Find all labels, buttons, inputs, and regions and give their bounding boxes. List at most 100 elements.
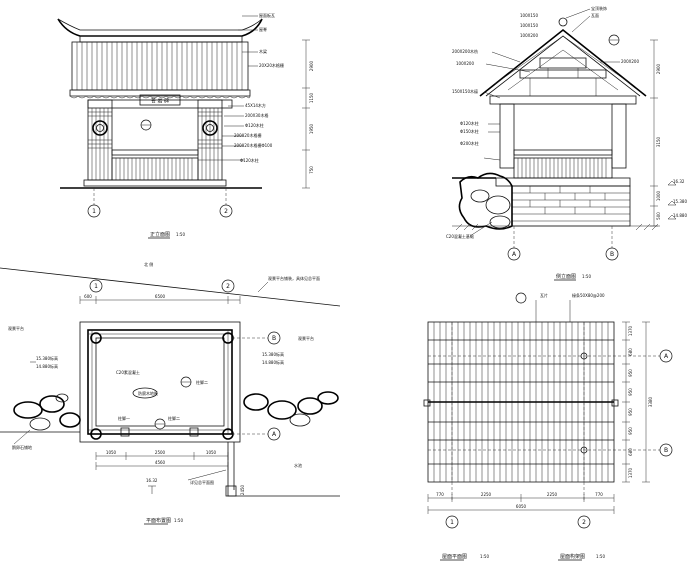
- svg-text:100X150: 100X150: [520, 23, 538, 28]
- roof-top-marker: [515, 292, 527, 304]
- plan-axis-1: [89, 279, 103, 293]
- svg-text:椽条50X80@200: 椽条50X80@200: [572, 292, 605, 298]
- svg-text:950: 950: [628, 408, 633, 416]
- svg-text:3380: 3380: [648, 396, 653, 407]
- svg-text:2250: 2250: [547, 492, 558, 497]
- svg-text:Φ150木柱: Φ150木柱: [460, 128, 479, 134]
- side-roof-outline: [479, 28, 647, 97]
- svg-text:15.380标高: 15.380标高: [36, 355, 58, 361]
- side-title: 侧立面图: [556, 273, 576, 280]
- roof-plan-title: 屋面平面图: [442, 554, 467, 560]
- svg-text:柱脚二: 柱脚二: [196, 379, 208, 385]
- front-elevation: 苍 岩 碑 1 2: [57, 12, 314, 239]
- svg-text:950: 950: [628, 369, 633, 377]
- svg-text:详见总平面图: 详见总平面图: [190, 479, 214, 485]
- plan-center-ellipse: [132, 387, 158, 399]
- svg-text:1050: 1050: [106, 450, 117, 455]
- svg-text:1370: 1370: [628, 325, 633, 336]
- plan-column-1a: [90, 332, 102, 344]
- svg-text:6500: 6500: [155, 294, 166, 299]
- svg-text:3150: 3150: [656, 136, 661, 147]
- front-ornament-left: [92, 120, 108, 136]
- svg-text:C20混凝土基础: C20混凝土基础: [446, 233, 474, 239]
- svg-text:柱脚一: 柱脚一: [118, 415, 130, 421]
- svg-text:Φ120木柱: Φ120木柱: [245, 122, 264, 128]
- svg-text:600: 600: [84, 294, 92, 299]
- svg-text:北 侧: 北 侧: [144, 261, 153, 267]
- svg-text:鹅卵石铺地: 鹅卵石铺地: [12, 444, 32, 450]
- svg-text:Φ200木柱: Φ200木柱: [460, 140, 479, 146]
- svg-text:1: 1: [94, 283, 98, 290]
- front-plaque-text: 苍 岩 碑: [151, 98, 169, 105]
- svg-text:1:50: 1:50: [176, 232, 185, 237]
- svg-text:45X14木方: 45X14木方: [245, 102, 266, 108]
- side-stone-base: [511, 185, 631, 227]
- side-railing: [513, 157, 613, 179]
- svg-text:6050: 6050: [516, 504, 527, 509]
- svg-text:200X200: 200X200: [621, 59, 639, 64]
- svg-text:4560: 4560: [155, 460, 166, 465]
- svg-text:C20素混凝土: C20素混凝土: [116, 369, 140, 375]
- svg-text:200X20木格栅: 200X20木格栅: [234, 132, 261, 138]
- front-title: 正立面图: [150, 231, 170, 238]
- front-plaque: [139, 94, 181, 106]
- side-column-right: [611, 103, 627, 169]
- plan-rocks-right: [243, 391, 339, 427]
- svg-text:14.880: 14.880: [673, 213, 687, 218]
- svg-text:2500: 2500: [155, 450, 166, 455]
- svg-text:100X200: 100X200: [456, 61, 474, 66]
- side-axis-b: [605, 247, 619, 261]
- svg-text:200X30木格: 200X30木格: [245, 112, 268, 118]
- svg-text:Φ120木柱: Φ120木柱: [460, 120, 479, 126]
- roof-frame-title: 屋面构架图: [560, 553, 585, 560]
- svg-text:950: 950: [628, 427, 633, 435]
- plan-platform: [79, 321, 241, 443]
- svg-text:770: 770: [595, 492, 603, 497]
- plan-axis-2: [221, 279, 235, 293]
- svg-text:观景平台: 观景平台: [8, 325, 24, 331]
- svg-text:B: B: [610, 251, 614, 258]
- svg-text:2: 2: [224, 208, 228, 215]
- svg-text:1:50: 1:50: [596, 554, 605, 559]
- side-rocks: [458, 172, 513, 230]
- plan-footing-1: [120, 427, 130, 437]
- svg-text:950: 950: [628, 388, 633, 396]
- svg-text:1370: 1370: [628, 467, 633, 478]
- front-railing: [111, 157, 199, 181]
- floor-plan: 北 侧 观景平台铺装，具体见总平面 6500 600 1 2 B A C: [0, 261, 341, 525]
- plan-boundary: [0, 267, 341, 307]
- svg-text:1:50: 1:50: [582, 274, 591, 279]
- roof-axis-1: [445, 515, 459, 529]
- front-axis-1: [87, 204, 101, 218]
- svg-text:屋脊: 屋脊: [259, 26, 267, 32]
- svg-text:瓦片: 瓦片: [540, 292, 548, 298]
- svg-text:14.880标高: 14.880标高: [262, 359, 284, 365]
- front-ornament-right: [202, 120, 218, 136]
- svg-text:100X200: 100X200: [520, 33, 538, 38]
- plan-title: 平面布置图: [146, 517, 171, 524]
- svg-text:Φ120木柱: Φ120木柱: [240, 157, 259, 163]
- svg-text:2: 2: [582, 519, 586, 526]
- plan-axis-a: [267, 427, 281, 441]
- svg-text:16.32: 16.32: [146, 478, 158, 483]
- svg-text:2450: 2450: [240, 484, 245, 495]
- svg-text:A: A: [272, 431, 277, 438]
- svg-text:20X20木格栅: 20X20木格栅: [259, 62, 284, 68]
- svg-text:500: 500: [656, 212, 661, 220]
- svg-text:1:50: 1:50: [174, 518, 183, 523]
- svg-text:屋面板瓦: 屋面板瓦: [259, 12, 275, 18]
- svg-text:宝顶装饰: 宝顶装饰: [591, 5, 607, 11]
- svg-text:2900: 2900: [309, 60, 314, 71]
- svg-text:200X20木格栅Φ100: 200X20木格栅Φ100: [234, 142, 273, 148]
- svg-text:B: B: [664, 447, 668, 454]
- front-roof-ridge: [57, 18, 263, 37]
- roof-axis-b: [659, 443, 673, 457]
- roof-plan: 瓦片 椽条50X80@200 1370 680 950 950 950 950 …: [423, 292, 673, 561]
- svg-text:水池: 水池: [294, 462, 302, 468]
- svg-text:15.380: 15.380: [673, 199, 687, 204]
- svg-text:柱脚二: 柱脚二: [168, 415, 180, 421]
- roof-axis-a: [659, 349, 673, 363]
- plan-footing-2: [189, 427, 199, 437]
- svg-text:2: 2: [226, 283, 230, 290]
